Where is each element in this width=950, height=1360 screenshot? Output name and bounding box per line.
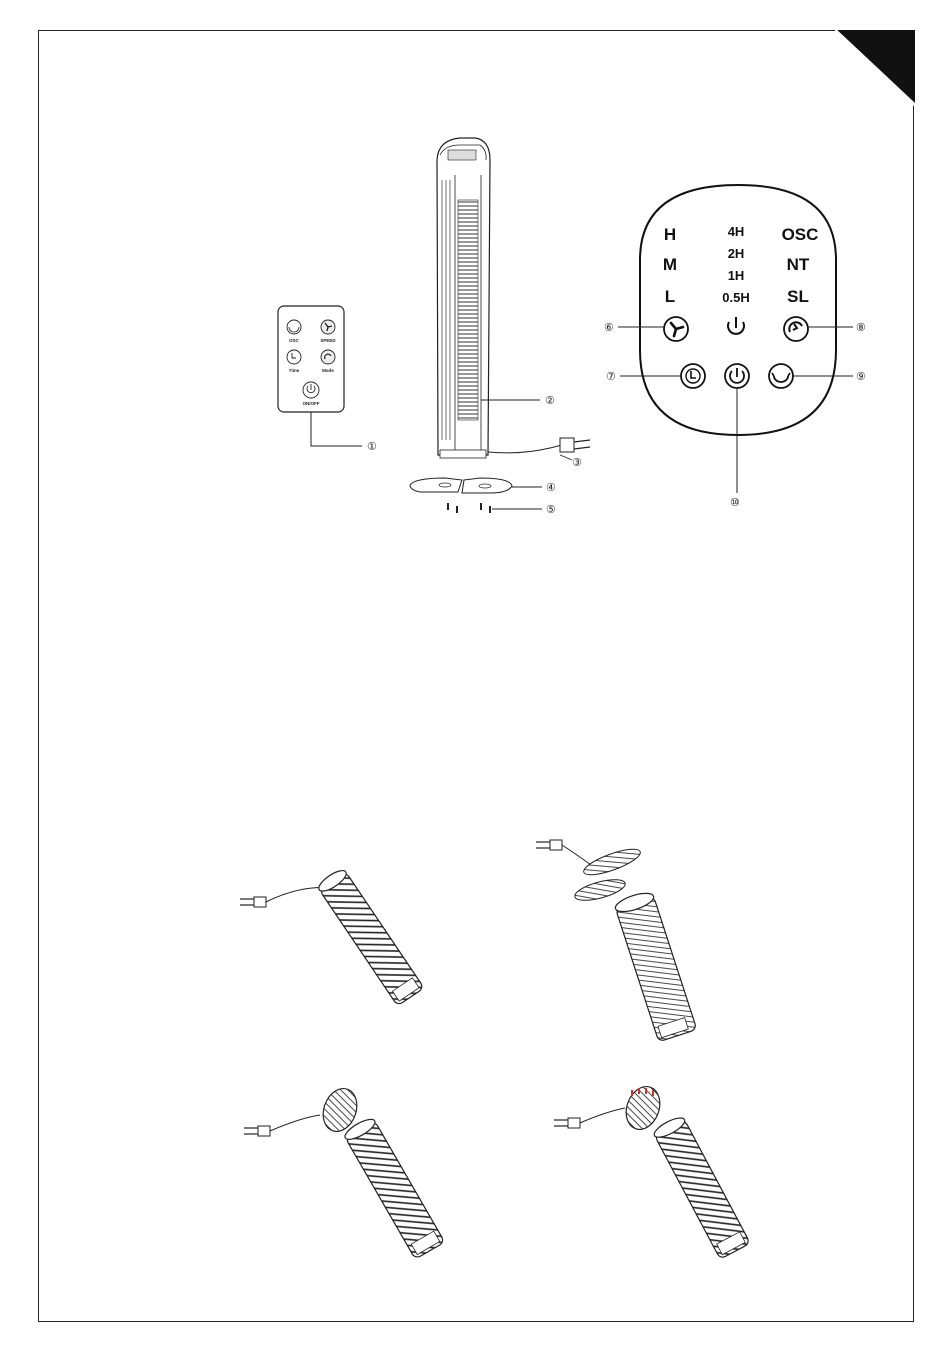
callout-8: ⑧ [856, 321, 866, 334]
power-icon[interactable] [725, 364, 749, 388]
remote-mode-label: Mode [322, 368, 334, 373]
timer-icon[interactable] [681, 364, 705, 388]
oscillation-icon[interactable] [769, 364, 793, 388]
callout-10: ⑩ [730, 496, 740, 509]
callout-4: ④ [546, 481, 556, 494]
power-plug [560, 438, 590, 452]
remote-speed-label: SPEED [320, 338, 336, 343]
speed-medium-label: M [663, 255, 677, 274]
remote-control: OSC SPEED Time Mode ON/OFF [278, 306, 344, 412]
mode-icon[interactable] [784, 317, 808, 341]
mode-nt-label: NT [787, 255, 810, 274]
assembly-steps [0, 800, 950, 1360]
fan-base [410, 478, 512, 493]
tower-fan [437, 138, 590, 458]
callout-1: ① [367, 440, 377, 453]
assembly-step-3 [244, 1084, 445, 1259]
speed-high-label: H [664, 225, 676, 244]
control-panel: H M L 4H 2H 1H 0.5H OSC NT SL [640, 185, 836, 435]
remote-onoff-label: ON/OFF [303, 401, 320, 406]
callout-3: ③ [572, 456, 582, 469]
callout-9: ⑨ [856, 370, 866, 383]
fan-speed-icon[interactable] [664, 317, 688, 341]
timer-0-5h-label: 0.5H [722, 290, 749, 305]
callout-2: ② [545, 394, 555, 407]
mode-sl-label: SL [787, 287, 809, 306]
timer-4h-label: 4H [728, 224, 745, 239]
remote-time-label: Time [289, 368, 300, 373]
timer-2h-label: 2H [728, 246, 745, 261]
assembly-step-4 [554, 1082, 750, 1259]
remote-osc-label: OSC [289, 338, 300, 343]
fan-speed-icon [321, 320, 335, 334]
assembly-step-2 [536, 840, 697, 1042]
mode-icon [321, 350, 335, 364]
callout-5: ⑤ [546, 503, 556, 516]
assembly-step-1 [240, 867, 424, 1006]
callout-7: ⑦ [606, 370, 616, 383]
speed-low-label: L [665, 287, 675, 306]
mode-osc-label: OSC [782, 225, 819, 244]
screws [447, 503, 491, 513]
timer-1h-label: 1H [728, 268, 745, 283]
callout-6: ⑥ [604, 321, 614, 334]
parts-diagram: OSC SPEED Time Mode ON/OFF ① [0, 0, 950, 560]
